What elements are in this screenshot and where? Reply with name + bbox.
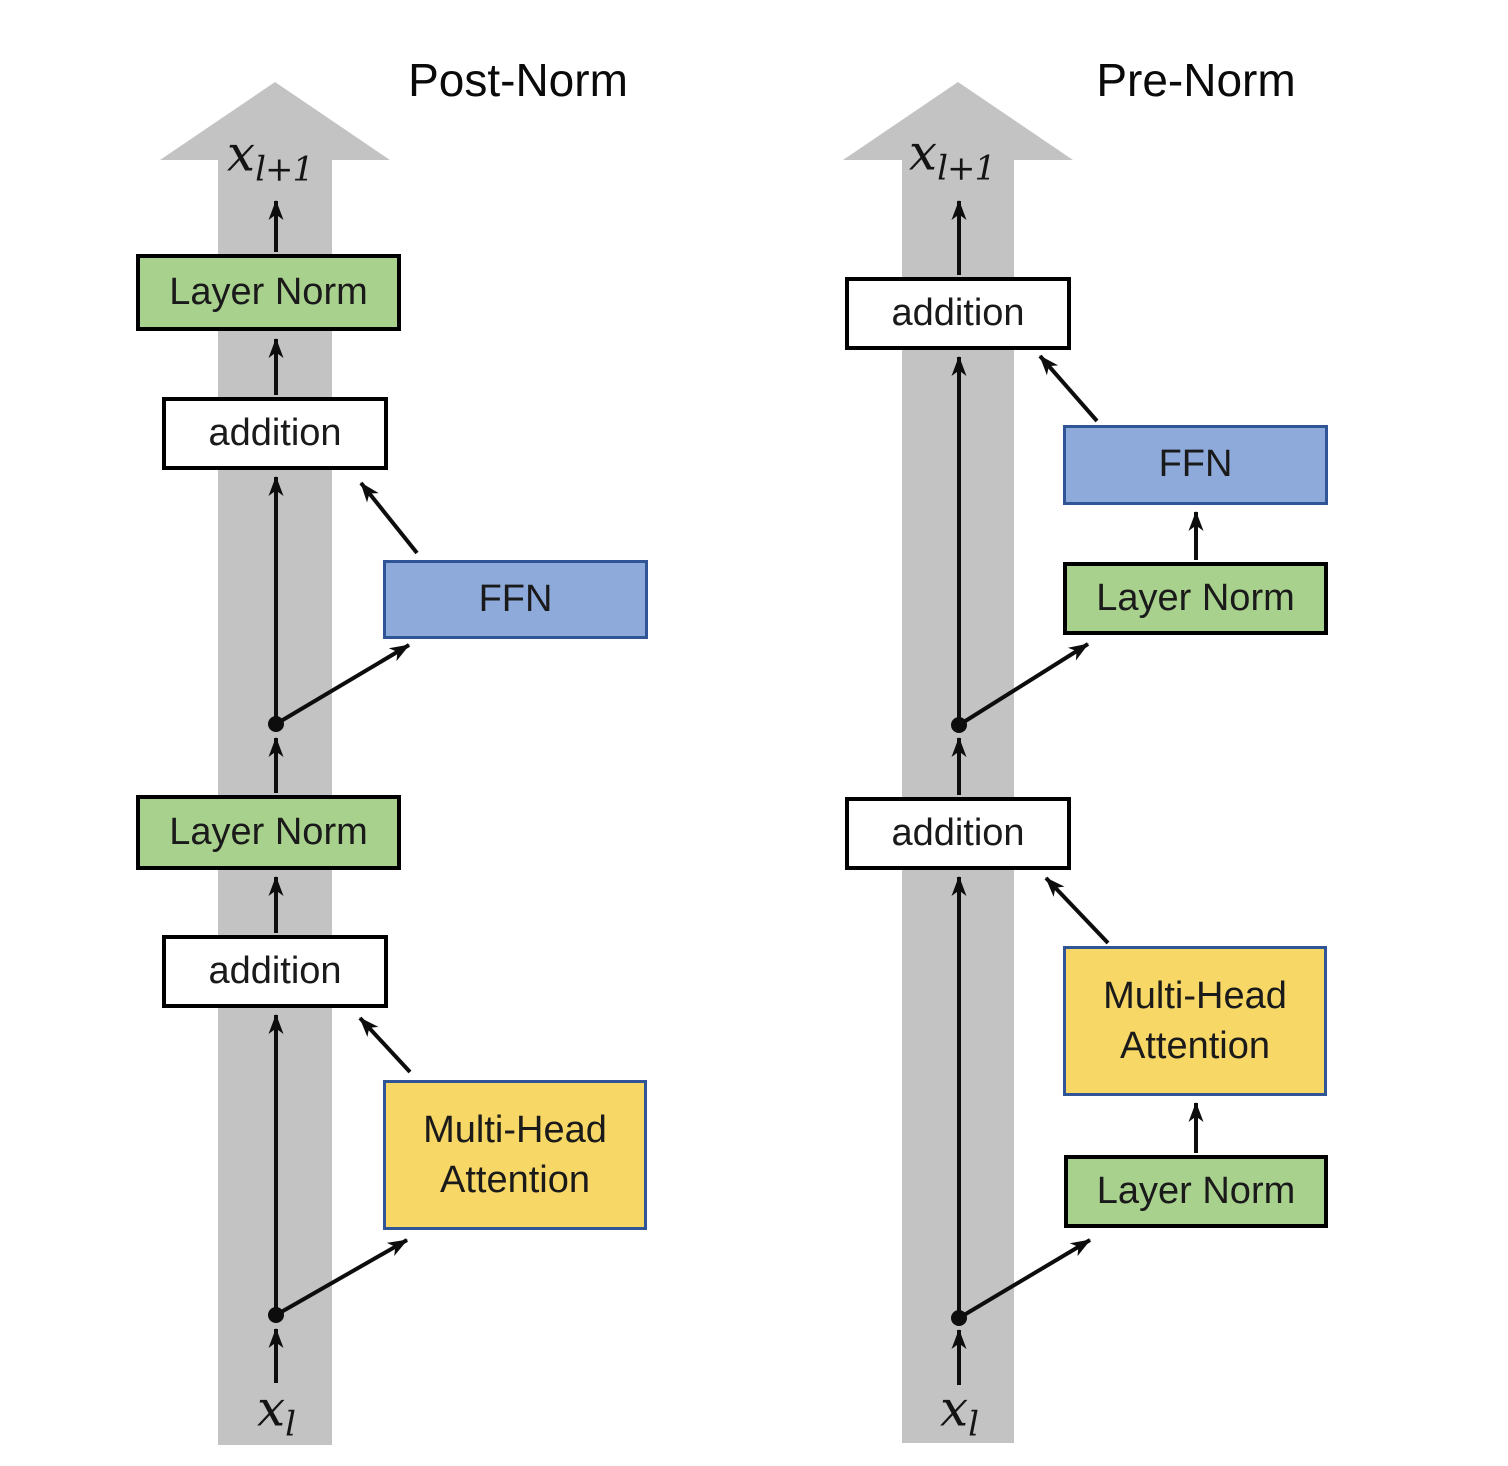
- branch-to-layer-norm-arrow: [957, 1238, 1092, 1320]
- branch-dot: [951, 717, 967, 733]
- multi-head-attention-label: Multi-Head Attention: [1103, 974, 1287, 1067]
- math-base: x: [256, 1379, 286, 1438]
- math-base: x: [939, 1379, 969, 1438]
- math-base: x: [226, 124, 256, 183]
- post-output-label: xl+1: [226, 124, 314, 190]
- post-layer-norm-top-box: Layer Norm: [136, 254, 401, 331]
- pre-multi-head-attention-box: Multi-Head Attention: [1063, 946, 1327, 1096]
- multi-head-attention-label: Multi-Head Attention: [423, 1108, 607, 1201]
- branch-dot: [268, 1307, 284, 1323]
- post-addition-upper-box: addition: [162, 397, 388, 470]
- pre-layer-norm-upper-box: Layer Norm: [1063, 562, 1328, 635]
- residual-branch-arrow: [1044, 876, 1110, 945]
- post-addition-lower-box: addition: [162, 935, 388, 1008]
- post-multi-head-attention-box: Multi-Head Attention: [383, 1080, 647, 1230]
- pre-addition-upper-box: addition: [845, 277, 1071, 350]
- post-input-label: xl: [256, 1379, 296, 1445]
- branch-to-layer-norm-arrow: [957, 642, 1090, 727]
- math-subscript: l+1: [255, 149, 314, 190]
- residual-branch-arrow: [358, 1016, 412, 1074]
- math-subscript: l: [285, 1404, 296, 1445]
- post-ffn-box: FFN: [383, 560, 648, 639]
- branch-dot: [951, 1310, 967, 1326]
- residual-branch-arrow: [359, 481, 419, 555]
- pre-addition-mid-box: addition: [845, 797, 1071, 870]
- pre-input-label: xl: [939, 1379, 979, 1445]
- post-norm-title: Post-Norm: [408, 54, 628, 106]
- branch-to-mha-arrow: [275, 1238, 408, 1317]
- pre-norm-title: Pre-Norm: [1096, 54, 1296, 106]
- post-layer-norm-mid-box: Layer Norm: [136, 795, 401, 870]
- pre-output-label: xl+1: [908, 123, 996, 189]
- pre-ffn-box: FFN: [1063, 425, 1328, 505]
- math-subscript: l: [968, 1404, 979, 1445]
- math-subscript: l+1: [937, 148, 996, 189]
- pre-layer-norm-lower-box: Layer Norm: [1064, 1155, 1328, 1228]
- math-base: x: [908, 123, 938, 182]
- residual-branch-arrow: [1038, 354, 1099, 423]
- branch-to-ffn-arrow: [274, 643, 411, 726]
- branch-dot: [268, 716, 284, 732]
